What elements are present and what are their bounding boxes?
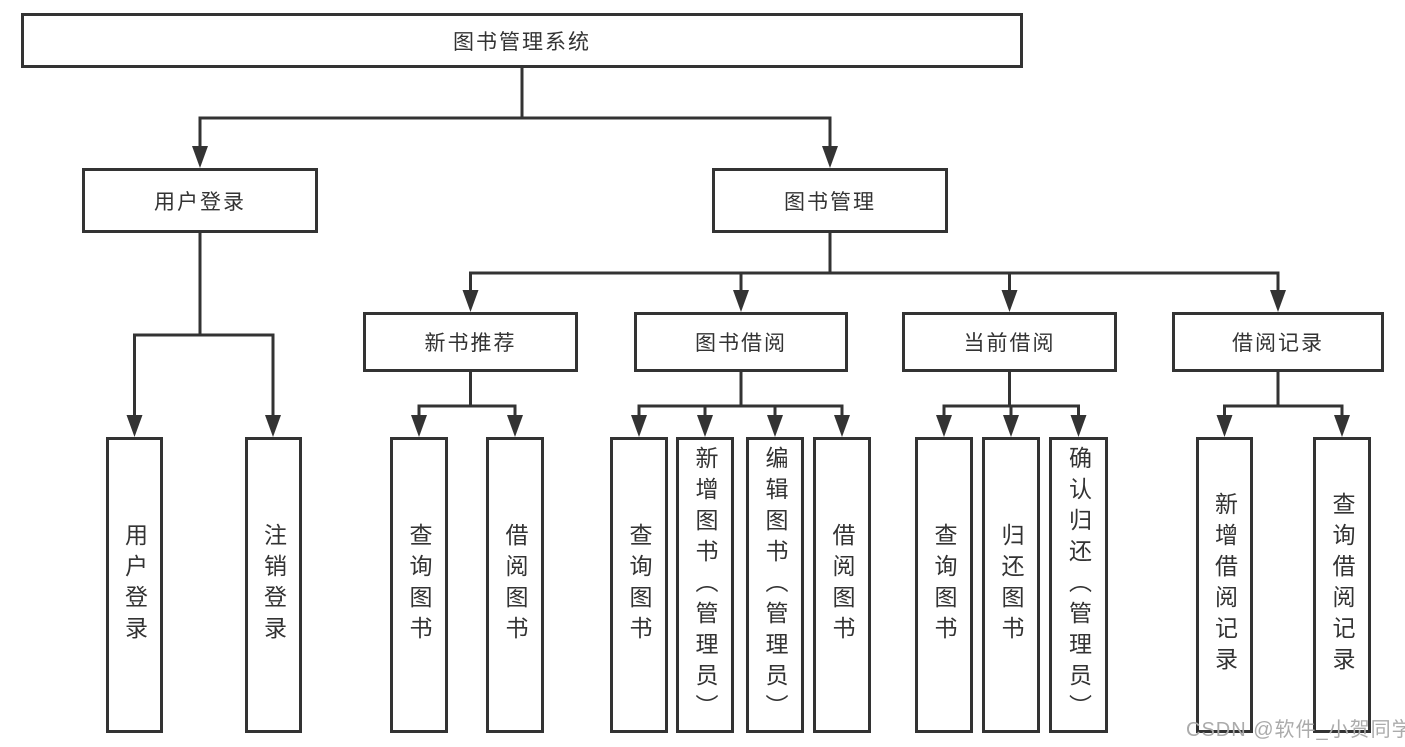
node-label: 图书管理 (784, 190, 876, 214)
leaf-search-books-borrowing: 查询图书 (610, 437, 668, 733)
leaf-return-books: 归还图书 (982, 437, 1040, 733)
leaf-label: 注销登录 (260, 523, 287, 647)
node-label: 新书推荐 (424, 332, 517, 355)
node-new-book-recommendation: 新书推荐 (363, 312, 578, 372)
leaf-label: 用户登录 (121, 523, 148, 647)
leaf-search-books-recommend: 查询图书 (390, 437, 448, 733)
node-borrowing-records: 借阅记录 (1172, 312, 1384, 372)
node-label: 图书管理系统 (453, 30, 591, 54)
leaf-label: 查询图书 (406, 523, 432, 647)
node-label: 用户登录 (154, 190, 246, 214)
node-book-management: 图书管理 (712, 168, 948, 233)
leaf-add-books-admin: 新增图书（管理员） (676, 437, 734, 733)
leaf-borrow-books-borrowing: 借阅图书 (813, 437, 871, 733)
node-library-management-system: 图书管理系统 (21, 13, 1023, 68)
leaf-borrow-books-recommend: 借阅图书 (486, 437, 544, 733)
leaf-label: 借阅图书 (829, 523, 855, 647)
leaf-label: 借阅图书 (502, 523, 528, 647)
leaf-add-borrow-record: 新增借阅记录 (1196, 437, 1253, 733)
arrowheads (126, 146, 1350, 437)
node-label: 当前借阅 (963, 332, 1056, 355)
node-label: 图书借阅 (695, 332, 787, 355)
leaf-label: 新增图书（管理员） (692, 445, 718, 725)
leaf-label: 查询图书 (931, 523, 957, 647)
leaf-label: 查询借阅记录 (1329, 492, 1355, 678)
node-book-borrowing: 图书借阅 (634, 312, 848, 372)
leaf-label: 归还图书 (998, 523, 1024, 647)
leaf-confirm-return-admin: 确认归还（管理员） (1049, 437, 1108, 733)
leaf-label: 新增借阅记录 (1211, 492, 1238, 678)
leaf-label: 确认归还（管理员） (1065, 445, 1092, 725)
csdn-watermark: CSDN @软件_小贺同学 (1186, 719, 1405, 741)
leaf-edit-books-admin: 编辑图书（管理员） (746, 437, 804, 733)
node-user-login: 用户登录 (82, 168, 318, 233)
node-current-borrowing: 当前借阅 (902, 312, 1117, 372)
leaf-user-login: 用户登录 (106, 437, 163, 733)
leaf-logout: 注销登录 (245, 437, 302, 733)
leaf-search-books-current: 查询图书 (915, 437, 973, 733)
node-label: 借阅记录 (1232, 332, 1324, 355)
leaf-search-borrow-record: 查询借阅记录 (1313, 437, 1371, 733)
leaf-label: 编辑图书（管理员） (762, 445, 788, 725)
leaf-label: 查询图书 (626, 523, 652, 647)
